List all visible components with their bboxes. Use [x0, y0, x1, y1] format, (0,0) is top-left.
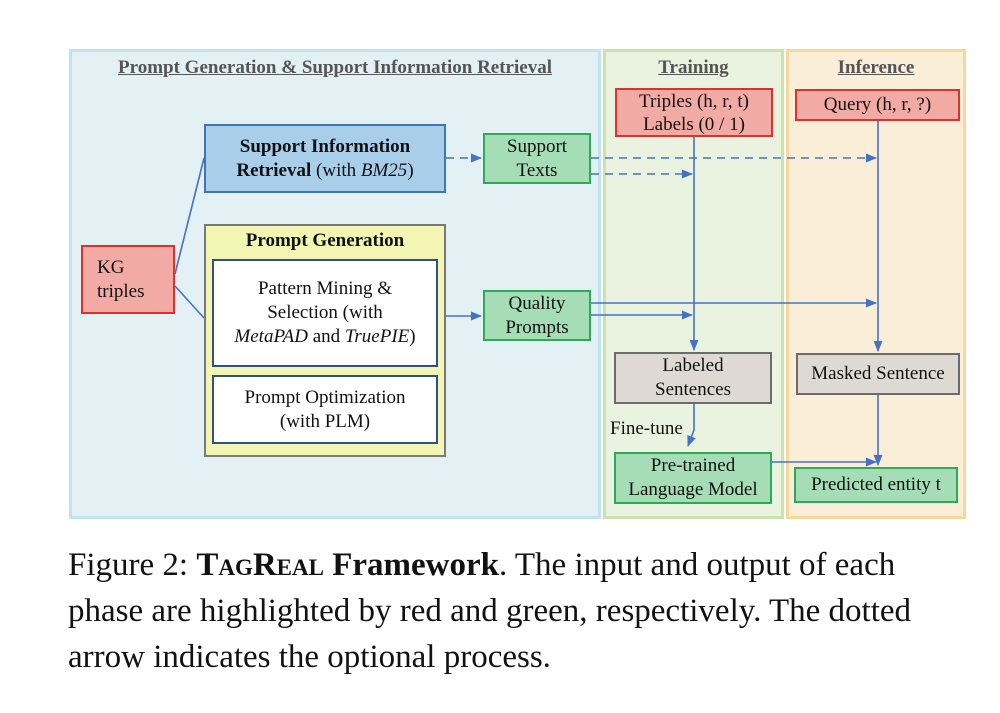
inference-panel-title: Inference [837, 57, 915, 78]
bm25-label: BM25 [360, 159, 408, 181]
pattern-line-1: Pattern Mining & [257, 278, 393, 299]
optimization-line-1: Prompt Optimization [244, 386, 406, 408]
support-texts-line-2: Texts [516, 159, 558, 181]
predicted-entity-box: Predicted entity t [794, 467, 958, 503]
figure-caption: Figure 2: TagReal Framework. The input a… [68, 542, 968, 680]
caption-name: TagReal [196, 547, 324, 583]
support-retrieval-with: (with [311, 159, 361, 181]
triples-label: Triples (h, r, t) [639, 90, 749, 112]
pattern-close: ) [409, 326, 416, 347]
prompt-panel-title: Prompt Generation & Support Information … [118, 57, 552, 78]
labels-label: Labels (0 / 1) [643, 113, 745, 135]
caption-rest: . The input and output of each phase are… [68, 547, 912, 675]
labeled-to-plm-arrow [687, 404, 696, 448]
pattern-line-3: MetaPAD and TruePIE) [234, 325, 415, 349]
kg-line-1: KG [97, 256, 125, 278]
pattern-and: and [307, 326, 345, 347]
kg-to-prompt-line [174, 285, 205, 319]
kg-line-2: triples [97, 280, 145, 302]
training-panel-title: Training [658, 57, 729, 78]
query-label: Query (h, r, ?) [823, 94, 932, 115]
metapad-label: MetaPAD [234, 326, 308, 347]
caption-framework: Framework [323, 547, 499, 583]
quality-prompts-line-1: Quality [508, 292, 566, 314]
quality-prompts-box: Quality Prompts [483, 290, 591, 341]
labeled-line-2: Sentences [655, 379, 731, 400]
labeled-sentences-box: Labeled Sentences [614, 352, 772, 404]
query-box: Query (h, r, ?) [795, 89, 960, 121]
support-retrieval-text: Support Information Retrieval (with BM25… [206, 135, 444, 183]
masked-label: Masked Sentence [811, 363, 945, 384]
support-retrieval-close: ) [407, 159, 414, 181]
support-texts-box: Support Texts [483, 133, 591, 184]
quality-prompts-line-2: Prompts [505, 316, 569, 338]
inference-panel [786, 49, 966, 519]
pattern-mining-box: Pattern Mining & Selection (with MetaPAD… [212, 259, 438, 367]
predicted-label: Predicted entity t [811, 474, 941, 495]
masked-sentence-box: Masked Sentence [796, 353, 960, 395]
caption-prefix: Figure 2: [68, 547, 197, 583]
optimization-line-2: (with PLM) [279, 410, 371, 432]
finetune-label: Fine-tune [610, 418, 683, 439]
pattern-line-2: Selection (with [267, 302, 383, 323]
support-retrieval-box: Support Information Retrieval (with BM25… [204, 124, 446, 193]
prompt-generation-title: Prompt Generation [245, 230, 405, 251]
kg-to-retrieval-line [174, 157, 205, 275]
support-retrieval-bold: Support Information Retrieval [236, 135, 411, 181]
support-texts-line-1: Support [506, 135, 568, 157]
plm-line-2: Language Model [628, 479, 758, 500]
labeled-line-1: Labeled [662, 355, 724, 376]
kg-triples-box: KG triples [81, 245, 175, 314]
prompt-optimization-box: Prompt Optimization (with PLM) [212, 375, 438, 444]
plm-line-1: Pre-trained [650, 455, 736, 476]
triples-labels-box: Triples (h, r, t) Labels (0 / 1) [615, 88, 773, 137]
truepie-label: TruePIE [344, 326, 410, 347]
pretrained-lm-box: Pre-trained Language Model [614, 452, 772, 504]
